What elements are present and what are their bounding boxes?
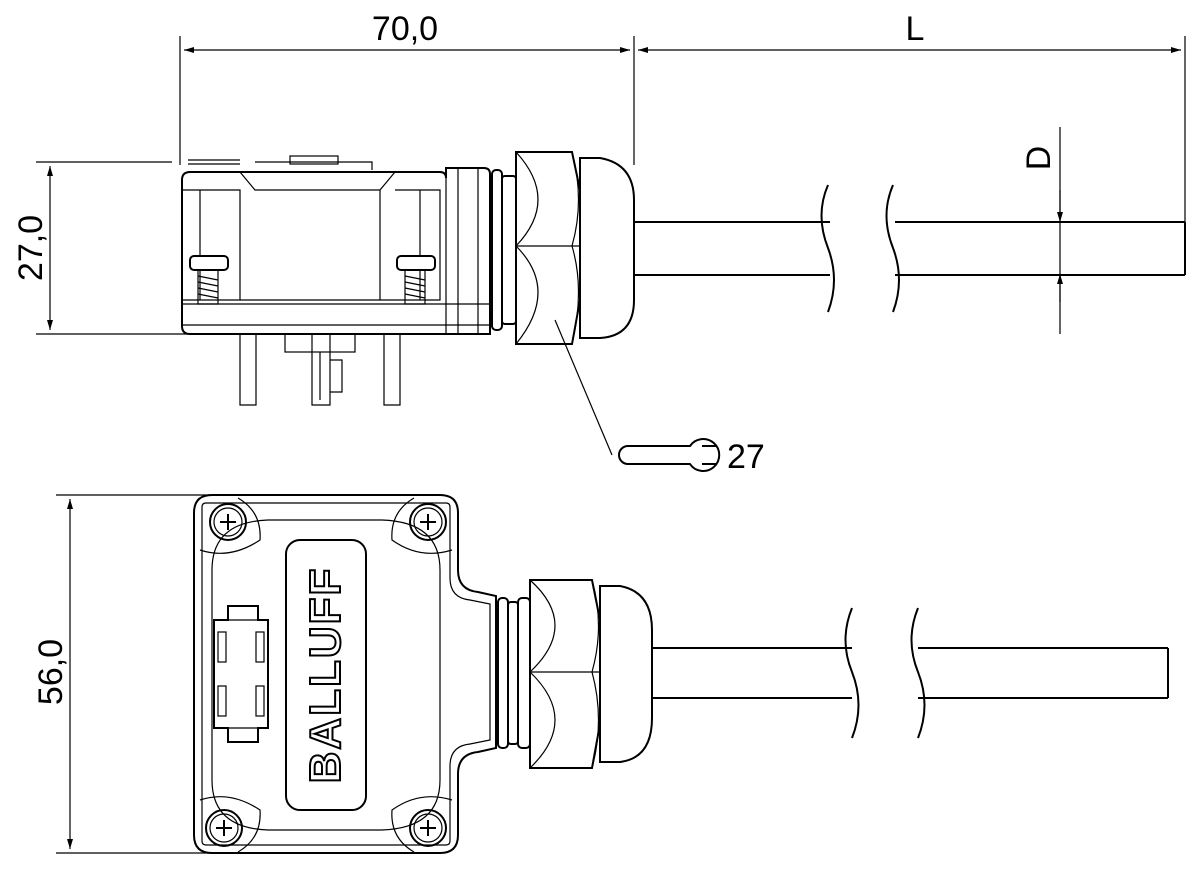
connector-slot xyxy=(213,605,269,743)
nut-top xyxy=(529,579,601,769)
side-view: 27 xyxy=(181,151,1186,476)
gland-dome-top xyxy=(599,585,653,763)
cable-top xyxy=(652,607,1169,739)
dimension-length: 70,0 xyxy=(179,10,635,165)
height-label: 27,0 xyxy=(12,215,50,281)
dimension-cable-length: L xyxy=(638,10,1186,222)
corner-screw-top-left xyxy=(199,497,261,554)
cable-side xyxy=(634,184,1186,313)
wrench-icon xyxy=(618,438,721,472)
length-label: 70,0 xyxy=(372,10,438,48)
pins xyxy=(239,333,401,406)
screw-right xyxy=(396,255,436,305)
thread-top xyxy=(497,597,531,749)
thread xyxy=(491,169,517,331)
corner-screw-bottom-left xyxy=(199,796,261,853)
brand-logo: BALLUFF xyxy=(301,567,350,784)
wrench-size-label: 27 xyxy=(727,438,765,476)
nut xyxy=(515,151,581,345)
dimension-cable-diameter: D xyxy=(1020,127,1063,334)
width-label: 56,0 xyxy=(32,639,70,705)
cable-length-label: L xyxy=(906,10,925,48)
gland-dome xyxy=(579,157,635,339)
cable-diameter-label: D xyxy=(1020,146,1058,171)
logo-plate xyxy=(285,539,367,811)
corner-screw-bottom-right xyxy=(391,796,453,853)
dimension-height: 27,0 xyxy=(12,161,190,335)
screw-left xyxy=(189,255,229,305)
leader-line xyxy=(554,319,613,456)
corner-screw-top-right xyxy=(391,497,453,554)
dimension-width: 56,0 xyxy=(32,494,230,854)
top-view: BALLUFF xyxy=(193,494,1169,854)
